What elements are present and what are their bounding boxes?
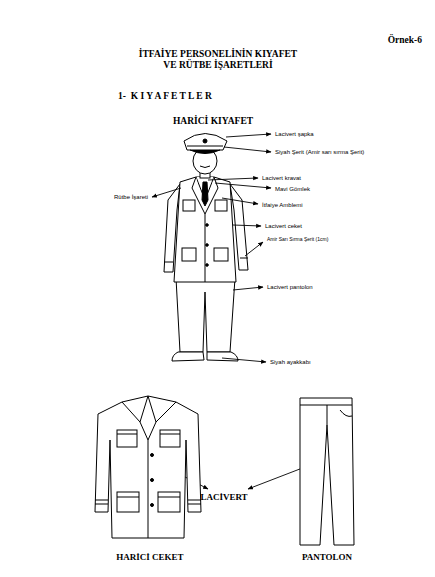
button [206, 244, 209, 247]
pocket [160, 430, 180, 447]
pocket [158, 492, 180, 512]
leader-arrow [245, 242, 263, 256]
pocket-flap [117, 497, 139, 498]
trousers-waist [300, 405, 352, 425]
page-title: İTFAİYE PERSONELİNİN KIYAFET VE RÜTBE İŞ… [137, 49, 299, 72]
jacket-front [140, 422, 156, 538]
pocket [182, 248, 196, 261]
pocket [117, 430, 137, 447]
pocket-flap [160, 434, 180, 435]
button [206, 224, 209, 227]
trousers [176, 278, 235, 352]
cap-band [187, 146, 223, 147]
jacket [174, 177, 236, 282]
tie [202, 182, 208, 206]
jacket-front [205, 214, 206, 282]
trousers-pocket [340, 410, 352, 416]
person-figure [164, 134, 248, 362]
part-label: Mavi Gömlek [275, 186, 310, 193]
pocket [215, 200, 227, 211]
leader-arrow [222, 358, 266, 362]
button [206, 264, 209, 267]
trousers-outline [300, 398, 354, 545]
sleeve-stripe [95, 500, 201, 504]
leader-arrow [222, 198, 258, 204]
part-label: Rütbe İşareti [114, 194, 148, 201]
shoe [207, 352, 238, 361]
leader-arrow [215, 183, 271, 188]
pocket [214, 248, 228, 261]
pocket [117, 492, 139, 512]
part-caption: PANTOLON [302, 552, 352, 562]
leader-arrow [233, 287, 263, 290]
cap [184, 134, 227, 151]
mouth [200, 166, 210, 168]
part-label: Amir Sarı Sırma Şerit (1cm) [267, 237, 328, 243]
part-label: Lacivert şapka [275, 131, 314, 138]
pocket-flap [117, 434, 137, 435]
part-label: İtfaiye Amblemi [262, 202, 303, 209]
jacket-detail [95, 396, 201, 538]
part-label: Lacivert ceket [265, 223, 302, 230]
jacket-outline [95, 396, 201, 538]
lapels [192, 177, 218, 214]
figure-heading: HARİCİ KIYAFET [173, 116, 253, 127]
leader-arrow [152, 188, 181, 197]
color-note: LACİVERT [200, 492, 247, 502]
leader-arrow [233, 225, 261, 226]
leader-arrow [224, 147, 271, 152]
section-heading: 1- K I Y A F E T L E R [118, 91, 212, 102]
leader-arrows [152, 134, 318, 489]
part-caption: HARİCİ CEKET [116, 552, 183, 562]
pocket [183, 200, 195, 211]
part-label: Lacivert pantolon [267, 284, 313, 291]
pocket-flap [158, 497, 180, 498]
trousers-detail [300, 398, 354, 545]
part-label: Siyah Şerit (Amir sarı sırma Şerit) [275, 149, 364, 156]
part-label: Siyah ayakkabı [270, 359, 311, 366]
shoe [172, 352, 204, 361]
button [151, 504, 154, 507]
jacket-collar [122, 396, 176, 422]
cap-visor [190, 150, 220, 154]
leader-arrow [226, 134, 271, 137]
leader-arrow [208, 178, 258, 180]
part-label: Lacivert kravat [262, 175, 301, 182]
page-number: Örnek-6 [388, 35, 422, 46]
button [151, 479, 154, 482]
cap-badge [203, 139, 207, 143]
button [151, 454, 154, 457]
